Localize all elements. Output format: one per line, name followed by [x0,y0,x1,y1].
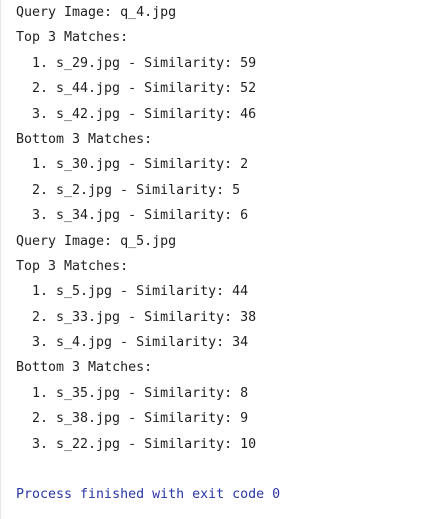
match-line: 3. s_22.jpg - Similarity: 10 [32,436,257,452]
match-line: 1. s_29.jpg - Similarity: 59 [32,55,257,71]
match-line: 2. s_33.jpg - Similarity: 38 [32,309,257,325]
bottom-matches-label: Bottom 3 Matches: [16,131,153,147]
match-line: 1. s_5.jpg - Similarity: 44 [32,284,249,300]
match-line: 2. s_2.jpg - Similarity: 5 [32,182,241,198]
match-line: 3. s_4.jpg - Similarity: 34 [32,335,249,351]
match-line: 3. s_42.jpg - Similarity: 46 [32,106,257,122]
match-line: 3. s_34.jpg - Similarity: 6 [32,208,249,224]
top-matches-label: Top 3 Matches: [16,258,129,274]
match-line: 1. s_30.jpg - Similarity: 2 [32,157,249,173]
match-line: 1. s_35.jpg - Similarity: 8 [32,385,249,401]
bottom-matches-label: Bottom 3 Matches: [16,360,153,376]
query-header: Query Image: q_5.jpg [16,233,177,249]
blank-line [16,460,437,485]
top-matches-label: Top 3 Matches: [16,30,129,46]
query-header: Query Image: q_4.jpg [16,5,177,20]
match-line: 2. s_38.jpg - Similarity: 9 [32,411,249,427]
match-line: 2. s_44.jpg - Similarity: 52 [32,81,257,97]
exit-message: Process finished with exit code 0 [16,487,281,503]
console-text: Query Image: q_4.jpg Top 3 Matches: 1. s… [16,3,437,511]
